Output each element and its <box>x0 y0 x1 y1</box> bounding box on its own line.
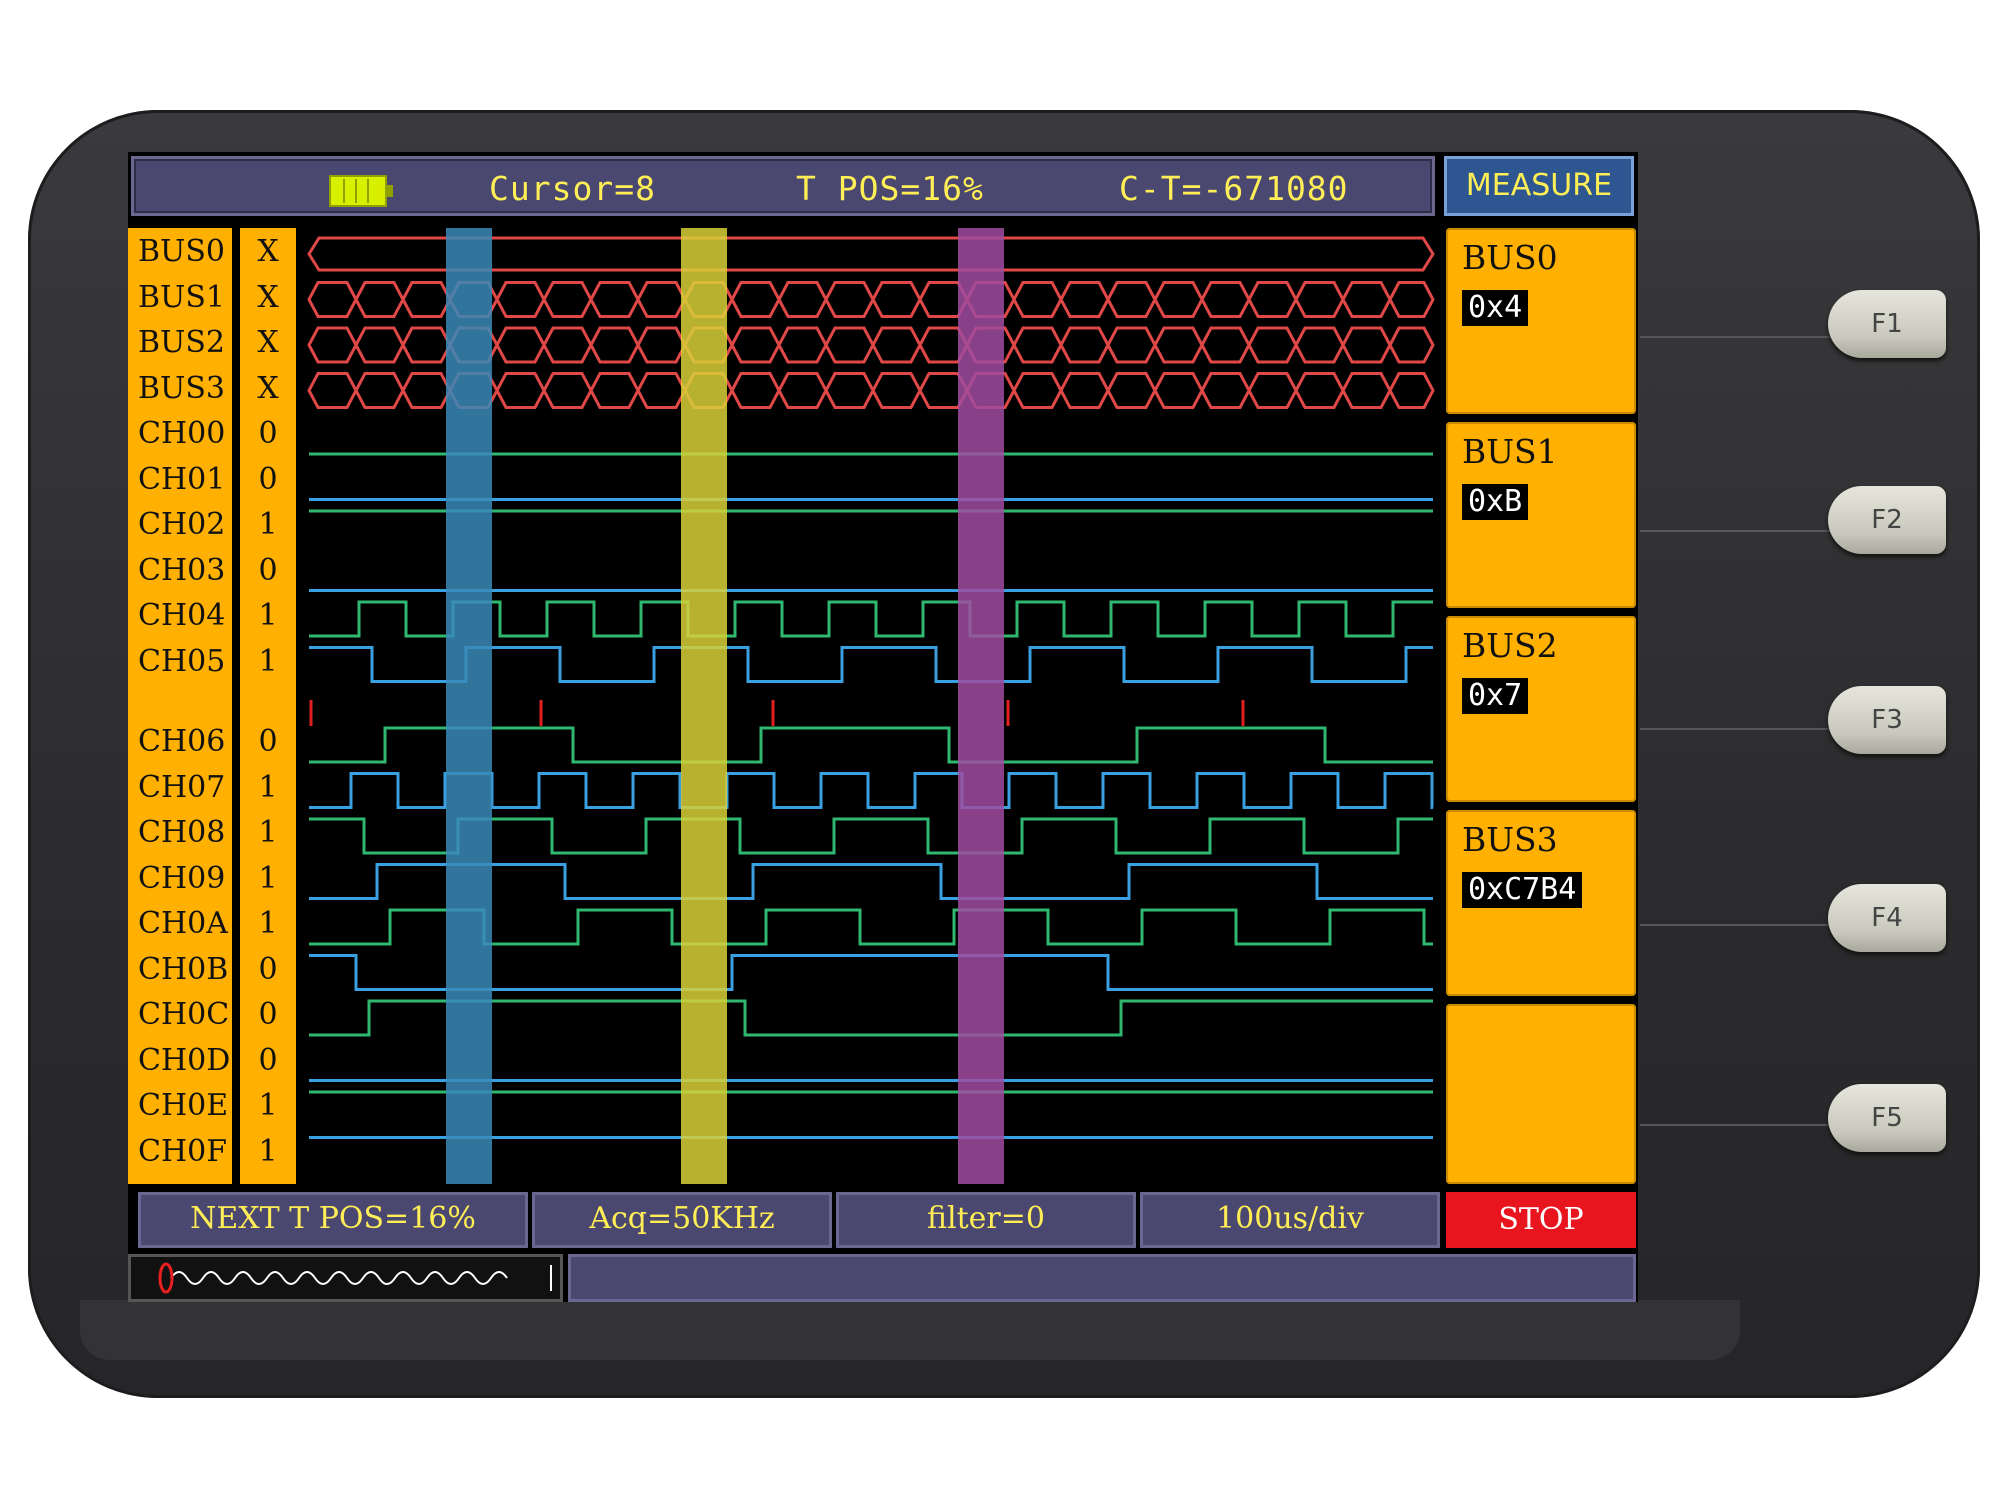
key-guide-line <box>1640 530 1830 532</box>
filter-setting[interactable]: filter=0 <box>836 1192 1136 1248</box>
channel-value: 0 <box>258 1042 278 1078</box>
measure-panel-value: 0xB <box>1462 484 1529 520</box>
channel-value: 1 <box>258 815 278 850</box>
f1-key[interactable]: F1 <box>1828 290 1946 358</box>
message-bar <box>568 1254 1636 1302</box>
channel-value: 1 <box>258 507 278 542</box>
channel-label: CH0A <box>138 906 228 941</box>
channel-label: CH02 <box>138 507 226 542</box>
channel-label: CH07 <box>138 769 226 805</box>
channel-label: CH0E <box>138 1088 229 1123</box>
next-trigger-position[interactable]: NEXT T POS=16% <box>138 1192 528 1248</box>
channel-value: 1 <box>258 1088 278 1123</box>
channel-value: X <box>257 370 279 406</box>
channel-value: 0 <box>258 997 278 1032</box>
channel-value: 0 <box>258 461 278 497</box>
key-guide-line <box>1640 336 1830 338</box>
channel-value: X <box>257 325 279 360</box>
channel-trace <box>309 863 1433 900</box>
measure-panel-value: 0xC7B4 <box>1462 872 1583 908</box>
cursor-trigger-delta-readout: C-T=-671080 <box>1119 169 1349 208</box>
key-guide-line <box>1640 924 1830 926</box>
channel-label: CH0B <box>138 951 229 987</box>
channel-label: BUS0 <box>138 234 225 269</box>
channel-label: CH01 <box>138 461 226 497</box>
channel-label: CH09 <box>138 860 226 896</box>
channel-value: X <box>257 234 279 269</box>
bezel-bottom <box>80 1300 1740 1360</box>
channel-label: CH05 <box>138 643 226 679</box>
channel-label: CH0C <box>138 997 230 1032</box>
f5-key[interactable]: F5 <box>1828 1084 1946 1152</box>
overview-waveform-icon <box>158 1262 552 1294</box>
waveform-display <box>303 228 1438 1184</box>
channel-value: 0 <box>258 724 278 759</box>
timebase-setting[interactable]: 100us/div <box>1140 1192 1440 1248</box>
channel-label: CH00 <box>138 416 226 451</box>
measure-panel-bus0[interactable]: BUS0 0x4 <box>1446 228 1636 414</box>
channel-trace <box>309 772 1434 809</box>
channel-label: BUS2 <box>138 325 225 360</box>
lcd-screen: Cursor=8 T POS=16% C-T=-671080 MEASURE B… <box>128 152 1638 1302</box>
cursor-band-purple <box>958 228 1004 1184</box>
measure-panel-value: 0x7 <box>1462 678 1529 714</box>
channel-trace <box>309 999 1433 1037</box>
overview-strip[interactable] <box>128 1254 563 1302</box>
f2-key[interactable]: F2 <box>1828 486 1946 554</box>
channel-trace <box>309 908 1433 946</box>
cursor-band-blue <box>446 228 492 1184</box>
measure-panel-bus1[interactable]: BUS1 0xB <box>1446 422 1636 608</box>
channel-label: CH03 <box>138 552 226 588</box>
battery-icon <box>329 175 393 207</box>
channel-label: CH06 <box>138 724 226 759</box>
measure-panel-name: BUS1 <box>1462 432 1558 471</box>
measure-panel-name: BUS2 <box>1462 626 1558 665</box>
channel-label: BUS1 <box>138 279 225 315</box>
key-guide-line <box>1640 1124 1830 1126</box>
channel-value: 1 <box>258 906 278 941</box>
measure-panel-value: 0x4 <box>1462 290 1529 326</box>
acquisition-rate[interactable]: Acq=50KHz <box>532 1192 832 1248</box>
channel-value: 1 <box>258 598 278 633</box>
channel-label: BUS3 <box>138 370 225 406</box>
measure-panel-bus3[interactable]: BUS3 0xC7B4 <box>1446 810 1636 996</box>
channel-value: X <box>257 279 279 315</box>
measure-panel-empty[interactable] <box>1446 1004 1636 1184</box>
channel-value: 1 <box>258 769 278 805</box>
channel-trace <box>309 954 1433 991</box>
measure-panel-bus2[interactable]: BUS2 0x7 <box>1446 616 1636 802</box>
channel-label: CH0D <box>138 1042 231 1078</box>
f3-key[interactable]: F3 <box>1828 686 1946 754</box>
measure-panel-name: BUS3 <box>1462 820 1558 859</box>
cursor-readout: Cursor=8 <box>489 169 656 208</box>
channel-value: 0 <box>258 552 278 588</box>
channel-label: CH04 <box>138 598 226 633</box>
channel-value: 1 <box>258 1133 278 1169</box>
stop-button[interactable]: STOP <box>1446 1192 1636 1248</box>
channel-label: CH0F <box>138 1133 228 1169</box>
channel-value: 0 <box>258 951 278 987</box>
channel-label: CH08 <box>138 815 226 850</box>
channel-value: 1 <box>258 643 278 679</box>
f4-key[interactable]: F4 <box>1828 884 1946 952</box>
menu-title-measure[interactable]: MEASURE <box>1444 156 1634 216</box>
bus0-trace <box>307 236 1435 272</box>
channel-value: 1 <box>258 860 278 896</box>
trigger-position-readout: T POS=16% <box>796 169 984 208</box>
key-guide-line <box>1640 728 1830 730</box>
channel-value: 0 <box>258 416 278 451</box>
measure-panel-name: BUS0 <box>1462 238 1558 277</box>
cursor-band-yellow <box>681 228 727 1184</box>
status-bar: Cursor=8 T POS=16% C-T=-671080 <box>131 156 1435 216</box>
channel-trace <box>309 726 1433 764</box>
channel-trace <box>309 600 1433 638</box>
waveform-canvas <box>307 228 1435 1184</box>
